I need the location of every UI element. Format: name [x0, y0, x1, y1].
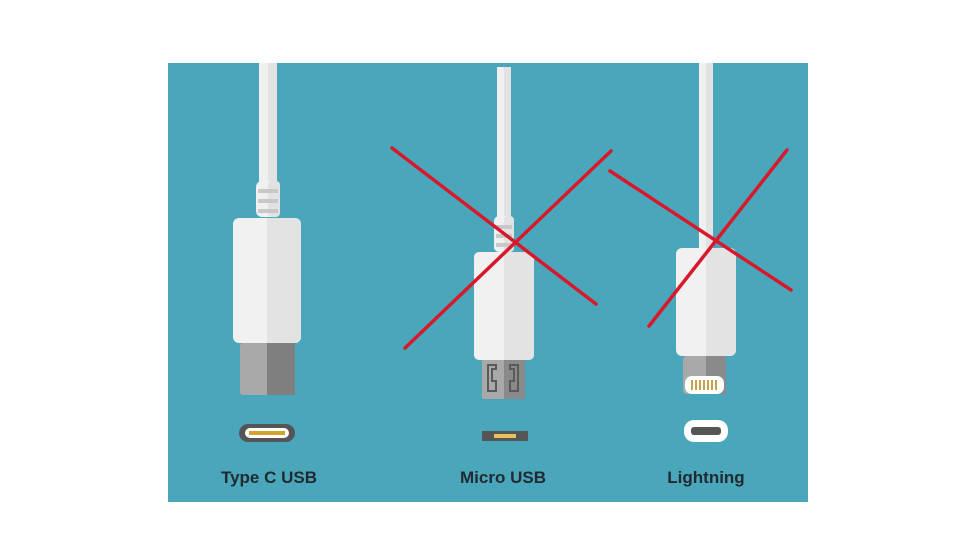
- type-c-label: Type C USB: [220, 468, 318, 487]
- micro-usb-plug: [482, 360, 525, 399]
- micro-usb-cable: [497, 67, 511, 219]
- lightning-plug: [683, 356, 726, 394]
- lightning-label: Lightning: [667, 468, 745, 487]
- connectors-illustration: [233, 63, 793, 442]
- lightning-connector: [676, 63, 736, 442]
- micro-usb-housing: [474, 252, 534, 360]
- illustration-panel: Type C USB Micro USB Lightning: [168, 63, 808, 502]
- type-c-plug: [240, 343, 295, 395]
- type-c-port-icon: [239, 424, 295, 442]
- lightning-cross-out-icon: [608, 148, 793, 328]
- micro-usb-cross-out-icon: [390, 146, 613, 350]
- lightning-port-icon: [684, 420, 728, 442]
- type-c-housing: [233, 218, 301, 343]
- type-c-connector: [233, 63, 301, 442]
- type-c-cable: [259, 63, 277, 185]
- lightning-cable: [699, 63, 713, 251]
- micro-usb-label: Micro USB: [460, 468, 546, 487]
- micro-usb-port-icon: [482, 431, 528, 441]
- type-c-strain-relief: [256, 181, 280, 217]
- lightning-housing: [676, 248, 736, 356]
